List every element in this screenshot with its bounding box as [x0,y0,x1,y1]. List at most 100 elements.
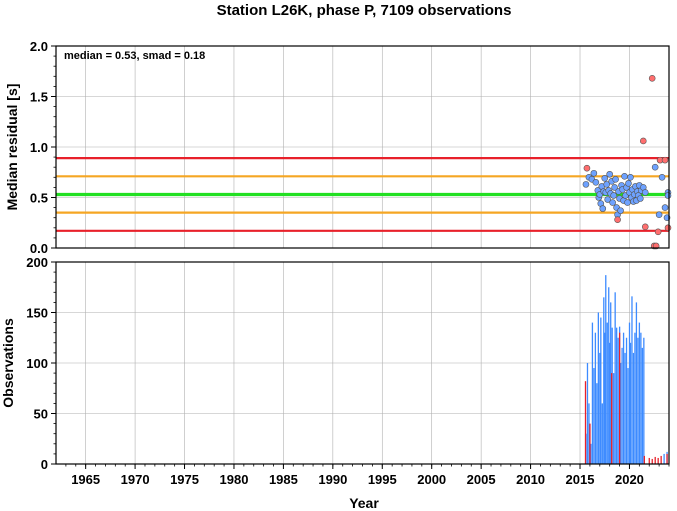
residual-point [614,216,621,224]
observation-bar [604,332,606,464]
reference-lines [56,157,669,232]
observation-bar [596,383,598,464]
residual-point [603,181,611,188]
x-tick-label: 1975 [170,472,199,487]
observation-bar [584,381,587,464]
residual-point [661,156,669,164]
residual-point [641,223,649,231]
top-y-tick-label: 1.5 [30,90,48,105]
x-tick-label: 2010 [516,472,545,487]
bottom-y-tick-label: 150 [26,306,48,321]
observation-bar [624,352,626,464]
x-tick-label: 1990 [318,472,347,487]
residual-point [610,192,617,199]
bottom-y-axis-label: Observations [0,318,16,408]
residual-point [641,189,649,196]
residual-point [637,195,644,202]
residual-point [599,205,607,212]
top-panel: 0.00.51.01.52.0 median = 0.53, smad = 0.… [4,39,672,256]
residual-point [658,174,666,181]
x-tick-label: 2020 [615,472,644,487]
bottom-y-tick-label: 50 [34,407,48,422]
x-tick-label: 1970 [121,472,150,487]
observation-bar [629,342,632,464]
top-y-axis-label: Median residual [s] [4,84,20,211]
observation-bar [591,322,594,464]
observation-bar [660,455,662,464]
residual-point [601,175,609,182]
observation-bar [628,322,631,464]
observation-bar [594,332,597,464]
observation-bar [637,337,639,464]
residual-point [592,179,600,186]
observation-bar [605,275,607,464]
observation-bar [635,302,638,464]
top-y-ticks: 0.00.51.01.52.0 [30,39,56,256]
residual-point [621,172,628,180]
observation-bar [597,312,600,464]
observation-bar [601,403,603,464]
x-tick-label: 2005 [467,472,496,487]
top-annotation: median = 0.53, smad = 0.18 [64,50,205,62]
observation-bar [618,332,621,464]
residual-point [654,228,662,236]
top-y-tick-label: 0.0 [30,241,48,256]
observation-bar [621,347,623,464]
residual-point [651,163,659,171]
residual-point [664,224,672,232]
observation-bar [654,456,656,464]
observation-bar [600,317,602,464]
residual-point [611,184,618,191]
residual-point [624,199,631,206]
residual-point [627,174,634,181]
x-tick-label: 1985 [269,472,298,487]
observation-bar [651,458,653,464]
observation-bar [608,287,610,464]
observation-bar [643,455,645,464]
bottom-y-tick-label: 0 [41,457,48,472]
residual-point [612,176,619,183]
observation-bar [609,342,611,464]
observation-bar [590,443,592,464]
top-y-tick-label: 2.0 [30,39,48,54]
residual-point [648,75,656,82]
observation-bar [666,453,668,464]
observation-bar [610,302,612,464]
observation-bar [619,363,622,464]
x-tick-label: 1965 [71,472,100,487]
residual-point [625,180,632,187]
observation-bar [634,332,636,464]
observation-bar [606,322,608,464]
observation-bar [615,327,618,464]
observation-bar [599,352,601,464]
residual-point [609,199,616,206]
residual-point [606,170,613,178]
observation-bar [593,368,595,464]
residual-point [661,204,669,211]
observation-bar [640,332,642,464]
residual-point [655,211,663,218]
observation-bar [657,457,659,464]
observation-bar [586,363,589,464]
observation-bar [614,292,616,464]
observation-bar [632,352,635,464]
observation-bar [627,368,629,464]
residual-point [583,164,591,172]
observation-bar [641,347,644,464]
observation-bar [648,457,650,464]
residual-point [604,196,612,203]
observation-bar [663,453,665,464]
residual-point [664,192,672,199]
x-tick-label: 1980 [220,472,249,487]
x-axis-label: Year [349,495,379,511]
top-y-tick-label: 0.5 [30,191,48,206]
bottom-y-tick-label: 100 [26,356,48,371]
observation-bar [613,373,615,464]
observation-bar [589,423,591,464]
residual-point [590,169,598,177]
x-tick-label: 1995 [368,472,397,487]
